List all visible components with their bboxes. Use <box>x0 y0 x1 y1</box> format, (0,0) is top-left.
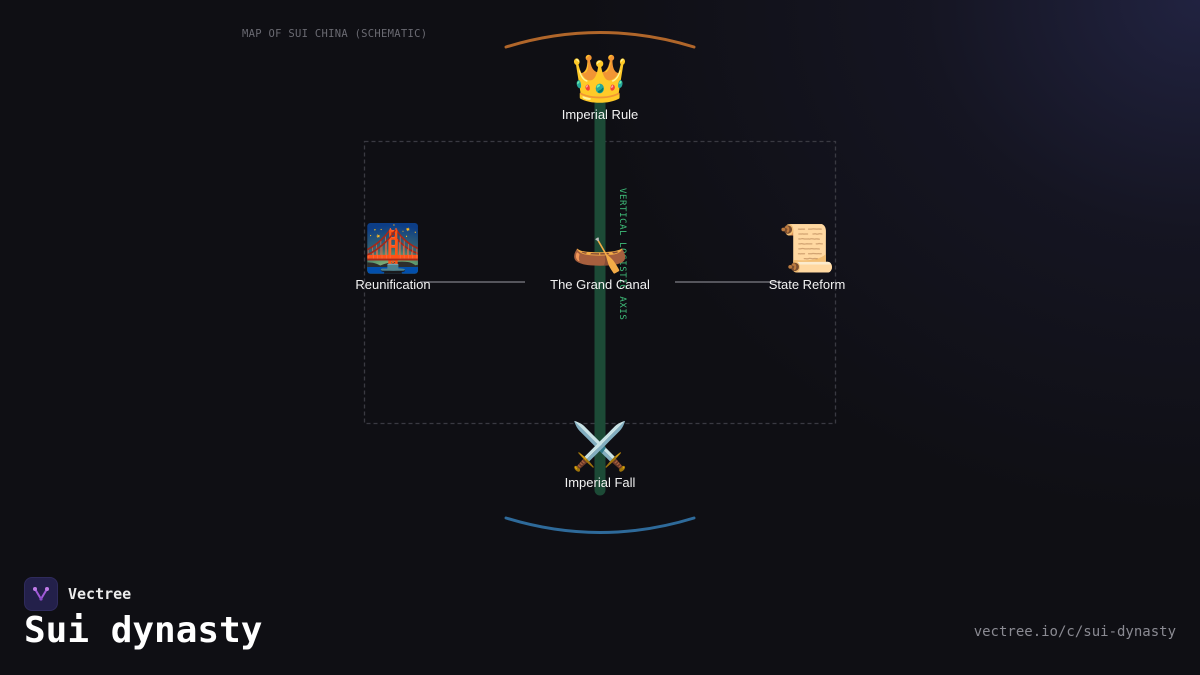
node-label: The Grand Canal <box>550 277 650 292</box>
node-reunification[interactable]: 🌉 Reunification <box>313 221 473 292</box>
crossed-swords-icon: ⚔️ <box>571 420 629 472</box>
page-title: Sui dynasty <box>24 610 263 651</box>
bottom-arc <box>504 516 696 534</box>
node-label: Imperial Fall <box>564 475 636 490</box>
node-grand-canal[interactable]: 🛶 The Grand Canal <box>520 221 680 292</box>
node-imperial-fall[interactable]: ⚔️ Imperial Fall <box>520 419 680 490</box>
brand[interactable]: Vectree <box>24 577 131 611</box>
scroll-icon: 📜 <box>778 222 836 274</box>
bridge-at-night-icon: 🌉 <box>364 222 422 274</box>
canoe-icon: 🛶 <box>571 222 629 274</box>
page-url[interactable]: vectree.io/c/sui-dynasty <box>973 624 1176 640</box>
top-arc <box>504 31 696 49</box>
node-label: State Reform <box>768 277 846 292</box>
map-caption: MAP OF SUI CHINA (SCHEMATIC) <box>242 28 428 40</box>
crown-icon: 👑 <box>571 52 629 104</box>
vectree-logo-icon <box>24 577 58 611</box>
brand-name: Vectree <box>68 585 132 603</box>
node-label: Imperial Rule <box>561 107 639 122</box>
node-imperial-rule[interactable]: 👑 Imperial Rule <box>520 51 680 122</box>
node-label: Reunification <box>355 277 431 292</box>
axis-label: VERTICAL LOGISTIC AXIS <box>617 188 627 321</box>
node-state-reform[interactable]: 📜 State Reform <box>727 221 887 292</box>
